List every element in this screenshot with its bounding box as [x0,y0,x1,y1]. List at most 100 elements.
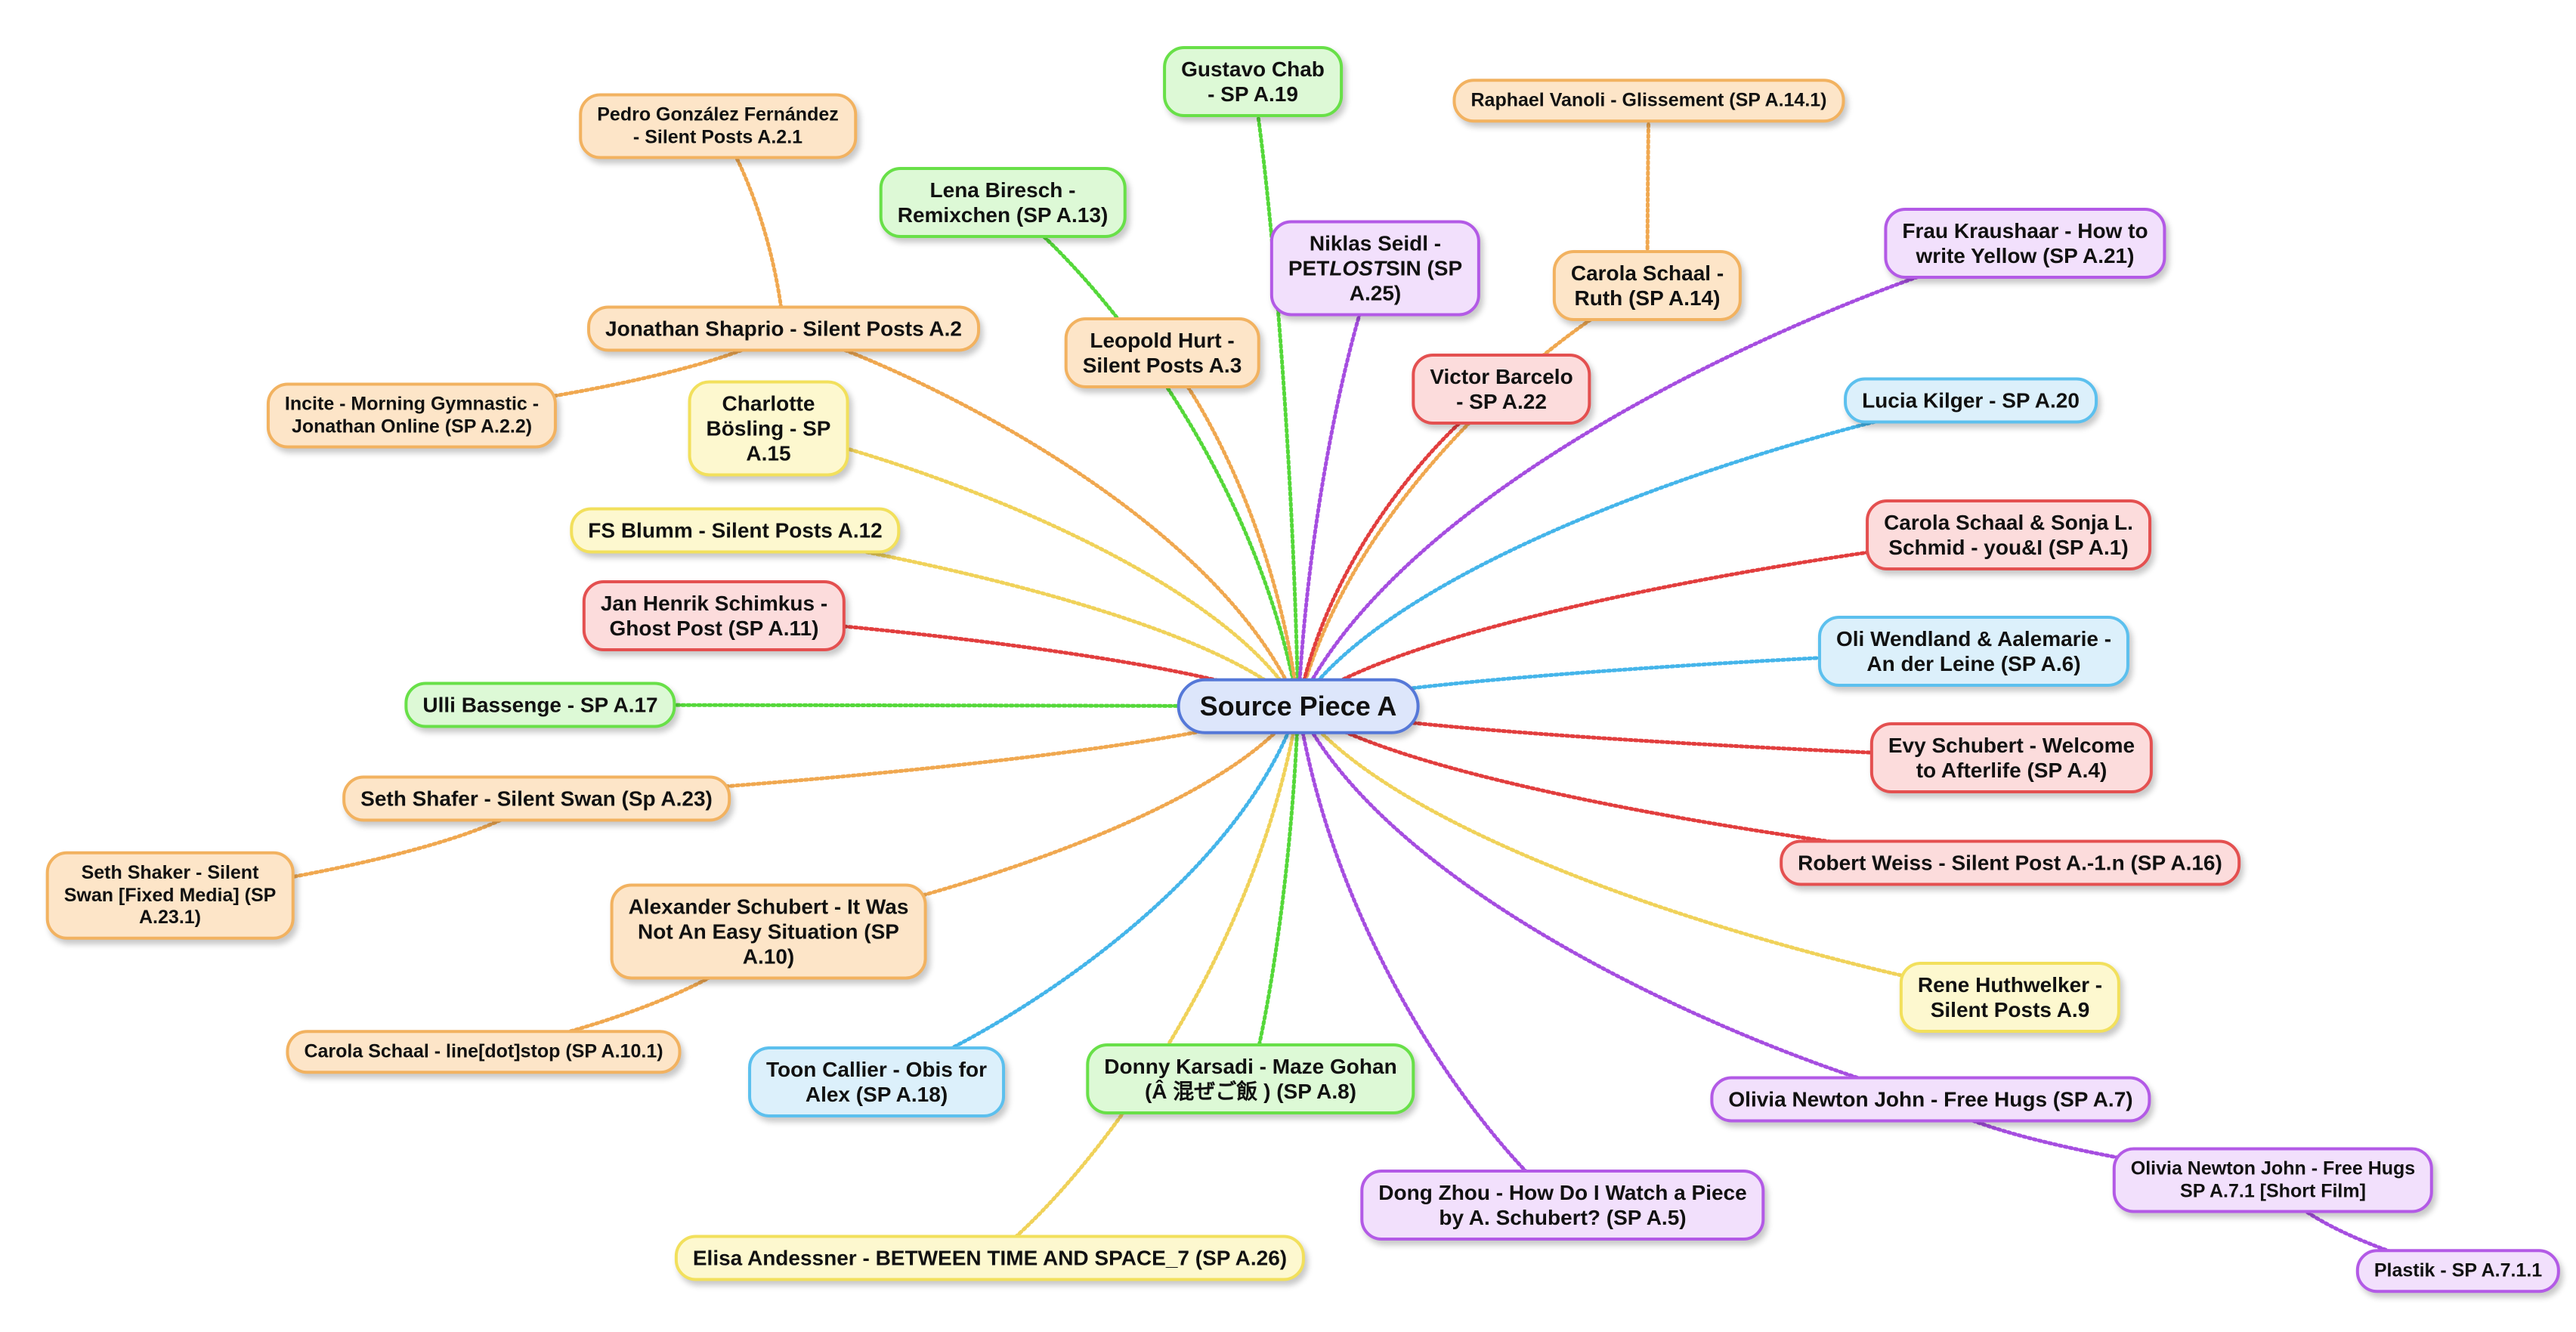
node-label-line: Remixchen (SP A.13) [897,203,1109,227]
node-lucia[interactable]: Lucia Kilger - SP A.20 [1844,377,2098,424]
node-seth[interactable]: Seth Shafer - Silent Swan (Sp A.23) [342,775,731,822]
node-label-line: An der Leine (SP A.6) [1866,652,2081,675]
node-label-line: Olivia Newton John - Free Hugs (SP A.7) [1728,1087,2133,1111]
node-label-line: Plastik - SP A.7.1.1 [2373,1259,2543,1281]
node-label-line: A.15 [746,441,791,465]
edge-root-charlotte [766,426,1300,709]
node-label-line: A.10) [742,944,795,969]
node-label-line: - Silent Posts A.2.1 [632,126,803,147]
node-lena[interactable]: Lena Biresch -Remixchen (SP A.13) [879,166,1127,239]
root-node-source-piece-a[interactable]: Source Piece A [1177,678,1420,735]
node-label-line: Frau Kraushaar - How to [1902,218,2148,243]
node-label-line: Dong Zhou - How Do I Watch a Piece [1378,1180,1747,1204]
node-carola101[interactable]: Carola Schaal - line[dot]stop (SP A.10.1… [286,1030,682,1074]
node-label-line: Ghost Post (SP A.11) [609,617,819,640]
node-rene[interactable]: Rene Huthwelker -Silent Posts A.9 [1899,961,2121,1034]
node-label-line: Jonathan Online (SP A.2.2) [291,416,533,437]
node-label-line: Olivia Newton John - Free Hugs [2130,1157,2416,1179]
node-robert[interactable]: Robert Weiss - Silent Post A.-1.n (SP A.… [1780,839,2240,886]
node-ulli[interactable]: Ulli Bassenge - SP A.17 [404,681,676,728]
node-label-line: FS Blumm - Silent Posts A.12 [588,518,883,542]
node-plastik[interactable]: Plastik - SP A.7.1.1 [2355,1249,2561,1293]
node-label-line: Oli Wendland & Aalemarie - [1835,626,2112,651]
node-label-line: Seth Shafer - Silent Swan (Sp A.23) [360,787,713,811]
node-oli[interactable]: Oli Wendland & Aalemarie -An der Leine (… [1817,615,2130,688]
node-elisa[interactable]: Elisa Andessner - BETWEEN TIME AND SPACE… [674,1235,1306,1281]
node-label-line: Leopold Hurt - [1090,328,1235,352]
node-label-line: - SP A.19 [1208,82,1298,106]
node-label-line: Elisa Andessner - BETWEEN TIME AND SPACE… [692,1246,1288,1270]
node-label-line: Jan Henrik Schimkus - [600,591,828,615]
node-label-line: Jonathan Shaprio - Silent Posts A.2 [605,317,962,341]
node-label-line: Carola Schaal - line[dot]stop (SP A.10.1… [304,1040,663,1062]
node-label-line: Robert Weiss - Silent Post A.-1.n (SP A.… [1798,851,2222,875]
node-label-line: PETLOSTSIN (SP [1288,256,1463,280]
node-label-line: Carola Schaal & Sonja L. [1884,510,2133,534]
edge-root-olivia [1296,704,1933,1102]
node-raphael[interactable]: Raphael Vanoli - Glissement (SP A.14.1) [1452,79,1845,122]
node-label-line: Alexander Schubert - It Was [628,895,909,919]
node-label-line: by A. Schubert? (SP A.5) [1439,1206,1687,1229]
node-label-line: SP A.7.1 [Short Film] [2180,1180,2366,1201]
node-incite[interactable]: Incite - Morning Gymnastic -Jonathan Onl… [266,382,558,449]
edge-root-leopold [1160,351,1300,709]
edge-root-victor [1296,387,1504,709]
node-donny[interactable]: Donny Karsadi - Maze Gohan(Â 混ぜご飯 ) (SP … [1086,1043,1415,1115]
node-label-line: to Afterlife (SP A.4) [1916,759,2107,782]
node-gustavo[interactable]: Gustavo Chab- SP A.19 [1163,45,1343,118]
node-carolasonja[interactable]: Carola Schaal & Sonja L.Schmid - you&I (… [1866,499,2151,571]
node-fsblumm[interactable]: FS Blumm - Silent Posts A.12 [570,507,901,554]
node-label-line: write Yellow (SP A.21) [1916,244,2135,267]
node-pedro[interactable]: Pedro González Fernández- Silent Posts A… [579,93,857,159]
node-label-line: Raphael Vanoli - Glissement (SP A.14.1) [1470,89,1827,111]
node-label-line: Seth Shaker - Silent [81,861,259,883]
node-label-line: Donny Karsadi - Maze Gohan [1104,1054,1397,1078]
node-label-line: Toon Callier - Obis for [766,1057,987,1081]
node-label-line: Gustavo Chab [1181,57,1325,81]
italic-fragment: LOST [1329,256,1386,280]
node-label-line: Charlotte [722,391,815,416]
edge-root-dong [1296,704,1565,1207]
node-victor[interactable]: Victor Barcelo- SP A.22 [1412,353,1591,425]
node-label-line: Alex (SP A.18) [805,1083,948,1106]
node-label-line: Ulli Bassenge - SP A.17 [422,693,658,717]
node-label-line: Incite - Morning Gymnastic - [284,393,540,415]
node-label-line: Swan [Fixed Media] (SP [63,884,277,906]
node-carola14[interactable]: Carola Schaal -Ruth (SP A.14) [1552,249,1743,322]
node-label-line: Schmid - you&I (SP A.1) [1888,536,2129,559]
node-label-line: Carola Schaal - [1570,261,1724,285]
node-label-line: Not An Easy Situation (SP [638,919,899,944]
node-label-line: Evy Schubert - Welcome [1888,733,2135,757]
node-label: Source Piece A [1199,690,1397,722]
node-label-line: Pedro González Fernández [597,104,839,125]
node-jan[interactable]: Jan Henrik Schimkus -Ghost Post (SP A.11… [582,579,846,652]
edge-root-jonathan [781,326,1300,709]
node-label-line: Lena Biresch - [929,178,1076,202]
node-label-line: A.25) [1349,281,1402,305]
node-olivia[interactable]: Olivia Newton John - Free Hugs (SP A.7) [1710,1076,2151,1123]
node-label-line: - SP A.22 [1456,390,1547,413]
node-label-line: Bösling - SP [706,416,831,440]
node-leopold[interactable]: Leopold Hurt -Silent Posts A.3 [1064,317,1260,389]
node-jonathan[interactable]: Jonathan Shaprio - Silent Posts A.2 [587,305,980,352]
node-label-line: Niklas Seidl - [1309,231,1442,255]
node-label-line: A.23.1) [139,906,201,928]
node-label-line: Victor Barcelo [1430,364,1573,388]
node-label-line: (Â 混ぜご飯 ) (SP A.8) [1144,1080,1356,1103]
edge-root-elisa [988,704,1300,1260]
node-label-line: Rene Huthwelker - [1917,972,2103,997]
node-label-line: Lucia Kilger - SP A.20 [1862,388,2080,413]
node-label-line: Silent Posts A.9 [1930,998,2090,1021]
node-label-line: Ruth (SP A.14) [1574,286,1721,310]
